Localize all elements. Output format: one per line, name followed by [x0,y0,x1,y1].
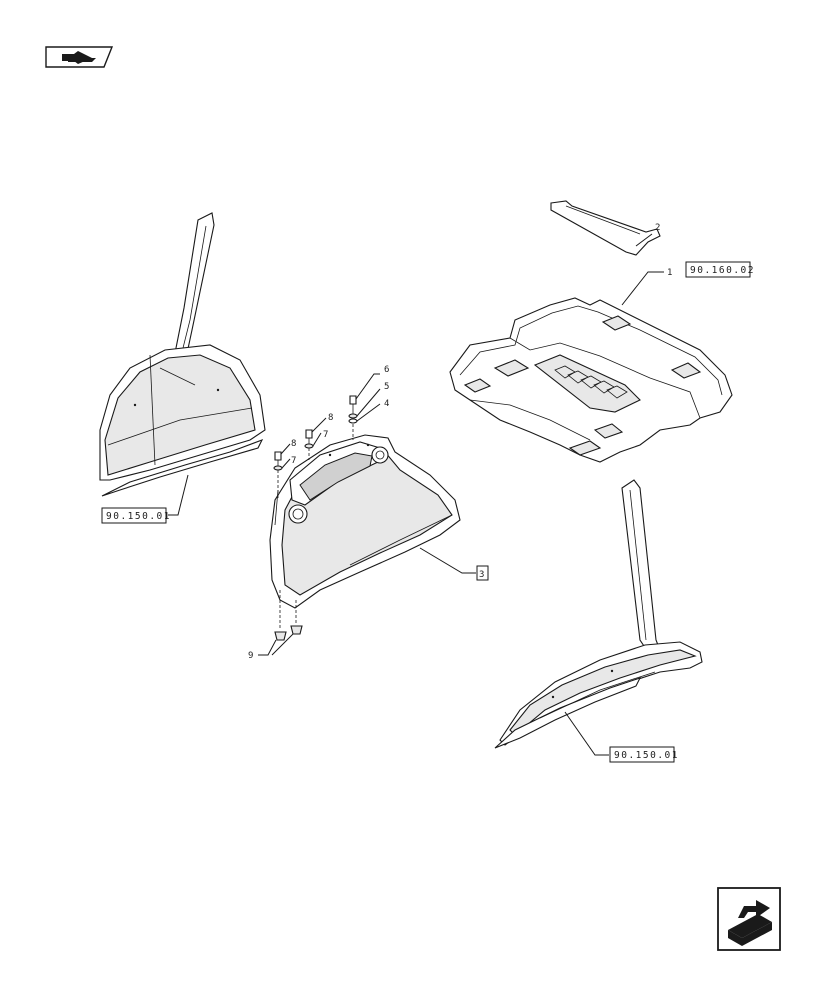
ref-box-left-fender[interactable]: 90.150.01 [101,507,171,524]
roof-speaker-rear [601,315,632,331]
callout-8b-label: 8 [291,439,297,449]
left-fender-ref-label: 90.150.01 [106,511,171,522]
roof-light-front [593,423,624,439]
right-fender-part [494,479,703,749]
ref-box-right-fender[interactable]: 90.150.01 [609,746,679,763]
clip-group-bottom: 9 [248,590,303,661]
ref-box-part-3[interactable]: 3 [476,565,489,581]
right-fender-ref-label: 90.150.01 [614,750,679,761]
callout-8a-label: 8 [328,413,334,423]
ref-box-headliner[interactable]: 90.160.02 [685,261,755,278]
roof-speaker-right [670,362,702,379]
roof-light-left [493,359,530,377]
right-fender-callout [564,711,609,756]
left-fender-callout [168,474,189,516]
screw-group-mid: 8 7 [304,413,334,460]
previous-page-icon[interactable] [45,46,114,68]
roof-light-front-2 [568,440,602,456]
callout-9-label: 9 [248,651,254,661]
roof-vent-grille [554,365,628,399]
dashboard-cover-part [269,434,461,609]
headliner-strip-part [550,200,661,256]
callout-2-label: 2 [655,223,661,233]
callout-1-label: 1 [667,268,673,278]
callout-1: 1 [621,268,673,306]
screw-group-left: 8 7 [273,439,297,500]
callout-7b-label: 7 [291,456,297,466]
callout-3-label: 3 [479,570,485,580]
roof-speaker-left [463,378,492,393]
headliner-ref-label: 90.160.02 [690,265,755,276]
next-page-icon[interactable] [717,887,781,951]
roof-headliner-part [449,297,733,463]
callout-2: 2 [635,223,661,247]
callout-4-label: 4 [384,399,390,409]
callout-7a-label: 7 [323,430,329,440]
screw-group-top-right: 6 5 4 [348,365,390,440]
left-fender-part [99,212,266,497]
callout-3 [419,547,476,574]
callout-5-label: 5 [384,382,390,392]
callout-6-label: 6 [384,365,390,375]
